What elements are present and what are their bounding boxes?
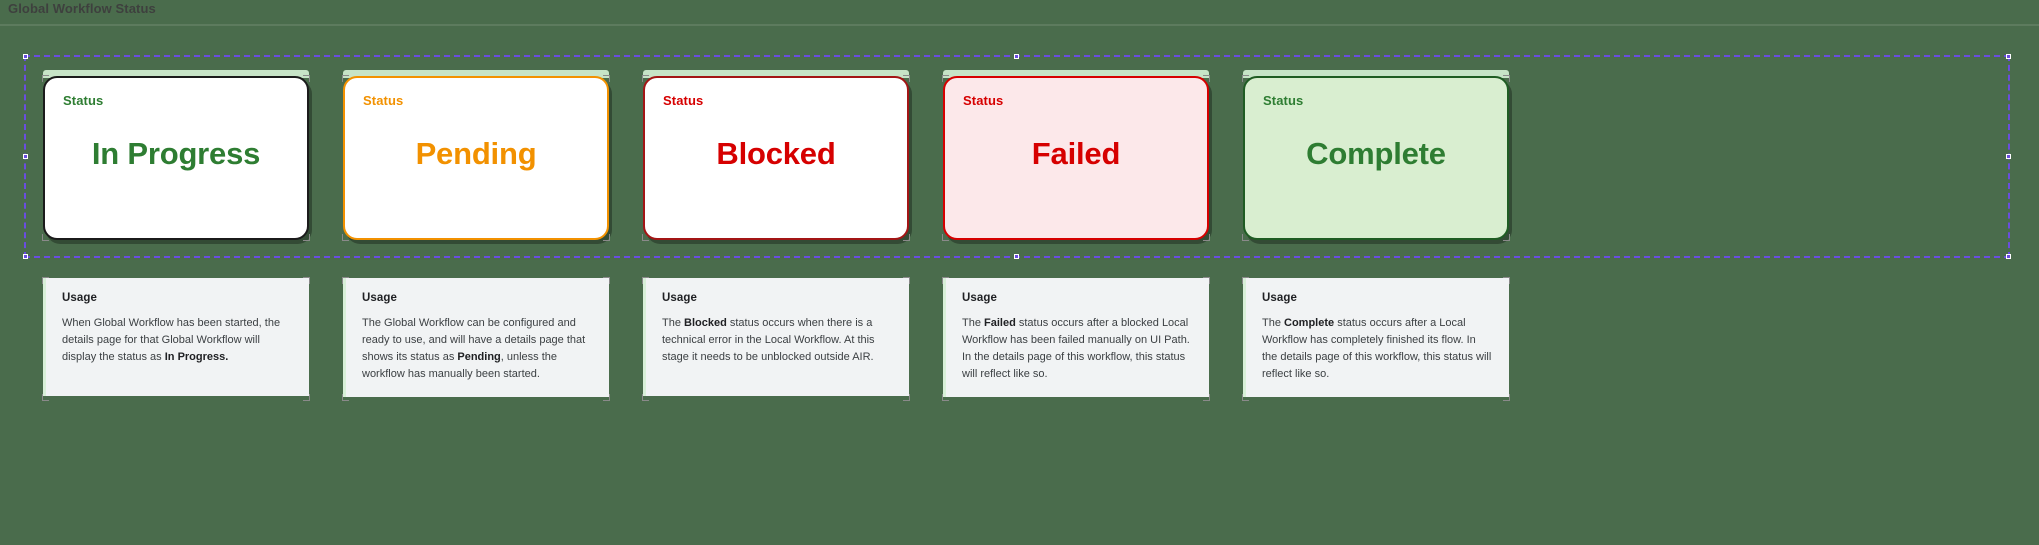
card-handle-br[interactable] bbox=[1503, 234, 1510, 241]
usage-heading: Usage bbox=[62, 292, 98, 304]
usage-handle-bl[interactable] bbox=[342, 394, 349, 401]
card-accent-strip bbox=[1243, 70, 1509, 78]
card-accent-strip bbox=[343, 70, 609, 78]
usage-handle-br[interactable] bbox=[603, 394, 610, 401]
card-handle-bl[interactable] bbox=[942, 234, 949, 241]
usage-handle-bl[interactable] bbox=[942, 394, 949, 401]
card-handle-br[interactable] bbox=[1203, 234, 1210, 241]
selection-handle-bottom-center[interactable] bbox=[1014, 254, 1019, 259]
selection-handle-top-right[interactable] bbox=[2006, 54, 2011, 59]
selection-handle-top-center[interactable] bbox=[1014, 54, 1019, 59]
usage-handle-tl[interactable] bbox=[1242, 277, 1249, 284]
usage-heading: Usage bbox=[962, 292, 998, 304]
selection-handle-top-left[interactable] bbox=[23, 54, 28, 59]
card-handle-tl[interactable] bbox=[642, 75, 649, 82]
status-label: Status bbox=[363, 93, 404, 108]
status-value: Complete bbox=[1306, 136, 1446, 171]
usage-body-text: The Blocked status occurs when there is … bbox=[662, 317, 875, 364]
usage-body-text: When Global Workflow has been started, t… bbox=[62, 317, 281, 364]
card-handle-br[interactable] bbox=[303, 234, 310, 241]
usage-handle-br[interactable] bbox=[1203, 394, 1210, 401]
usage-handle-br[interactable] bbox=[303, 394, 310, 401]
card-handle-bl[interactable] bbox=[642, 234, 649, 241]
usage-handle-tr[interactable] bbox=[1503, 277, 1510, 284]
card-handle-bl[interactable] bbox=[342, 234, 349, 241]
usage-handle-bl[interactable] bbox=[642, 394, 649, 401]
card-handle-tr[interactable] bbox=[903, 75, 910, 82]
card-handle-br[interactable] bbox=[903, 234, 910, 241]
usage-handle-tr[interactable] bbox=[603, 277, 610, 284]
usage-body-text: The Global Workflow can be configured an… bbox=[362, 317, 586, 381]
card-handle-tr[interactable] bbox=[1203, 75, 1210, 82]
selection-handle-bottom-right[interactable] bbox=[2006, 254, 2011, 259]
usage-heading: Usage bbox=[662, 292, 698, 304]
usage-handle-br[interactable] bbox=[903, 394, 910, 401]
page-title: Global Workflow Status bbox=[8, 1, 156, 16]
card-handle-bl[interactable] bbox=[1242, 234, 1249, 241]
card-accent-strip bbox=[43, 70, 309, 78]
card-accent-strip bbox=[943, 70, 1209, 78]
card-handle-tl[interactable] bbox=[42, 75, 49, 82]
card-handle-bl[interactable] bbox=[42, 234, 49, 241]
usage-handle-bl[interactable] bbox=[1242, 394, 1249, 401]
status-label: Status bbox=[963, 93, 1004, 108]
selection-handle-middle-left[interactable] bbox=[23, 153, 28, 159]
status-label: Status bbox=[63, 93, 104, 108]
usage-handle-tl[interactable] bbox=[342, 277, 349, 284]
usage-handle-bl[interactable] bbox=[42, 394, 49, 401]
usage-heading: Usage bbox=[362, 292, 398, 304]
card-handle-tl[interactable] bbox=[342, 75, 349, 82]
usage-handle-tl[interactable] bbox=[942, 277, 949, 284]
status-value: Blocked bbox=[716, 136, 836, 171]
header-divider bbox=[0, 24, 2039, 26]
usage-handle-br[interactable] bbox=[1503, 394, 1510, 401]
selection-handle-middle-right[interactable] bbox=[2006, 153, 2011, 159]
status-card-body[interactable]: Status In Progress bbox=[43, 76, 309, 240]
usage-handle-tr[interactable] bbox=[903, 277, 910, 284]
card-handle-tl[interactable] bbox=[942, 75, 949, 82]
status-card-in-progress[interactable]: Status In Progress bbox=[42, 70, 310, 241]
card-handle-tr[interactable] bbox=[603, 75, 610, 82]
status-value: Pending bbox=[415, 136, 537, 171]
card-handle-tr[interactable] bbox=[303, 75, 310, 82]
card-handle-br[interactable] bbox=[603, 234, 610, 241]
status-value: In Progress bbox=[91, 136, 261, 171]
usage-body-text: The Complete status occurs after a Local… bbox=[1262, 317, 1492, 381]
card-handle-tr[interactable] bbox=[1503, 75, 1510, 82]
card-handle-tl[interactable] bbox=[1242, 75, 1249, 82]
status-label: Status bbox=[1263, 93, 1304, 108]
selection-handle-bottom-left[interactable] bbox=[23, 254, 28, 259]
usage-handle-tr[interactable] bbox=[1203, 277, 1210, 284]
usage-handle-tl[interactable] bbox=[642, 277, 649, 284]
card-accent-strip bbox=[643, 70, 909, 78]
status-label: Status bbox=[663, 93, 704, 108]
usage-body-text: The Failed status occurs after a blocked… bbox=[962, 317, 1190, 381]
status-value: Failed bbox=[1031, 136, 1121, 171]
usage-handle-tr[interactable] bbox=[303, 277, 310, 284]
usage-heading: Usage bbox=[1262, 292, 1298, 304]
usage-handle-tl[interactable] bbox=[42, 277, 49, 284]
